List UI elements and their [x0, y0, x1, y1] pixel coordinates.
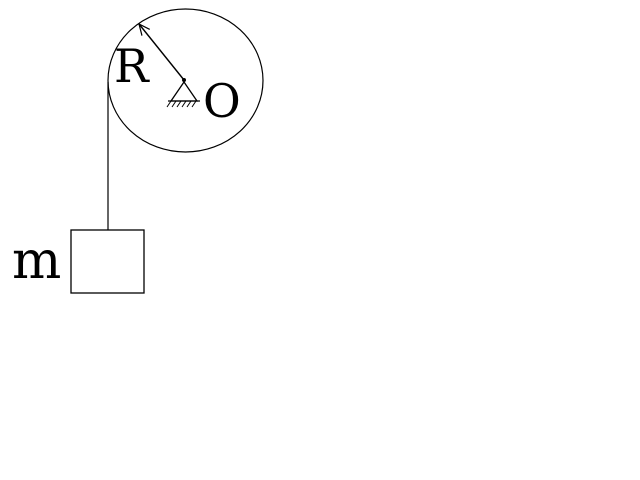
mass-label: m: [12, 231, 61, 291]
radius-label: R: [114, 39, 150, 93]
pulley-disk: [107, 8, 264, 153]
pivot-label: O: [203, 74, 241, 128]
radius-arrow: [139, 24, 185, 81]
mass-block: [70, 229, 145, 294]
pivot-point: [182, 78, 186, 82]
pivot-support: [166, 80, 200, 108]
